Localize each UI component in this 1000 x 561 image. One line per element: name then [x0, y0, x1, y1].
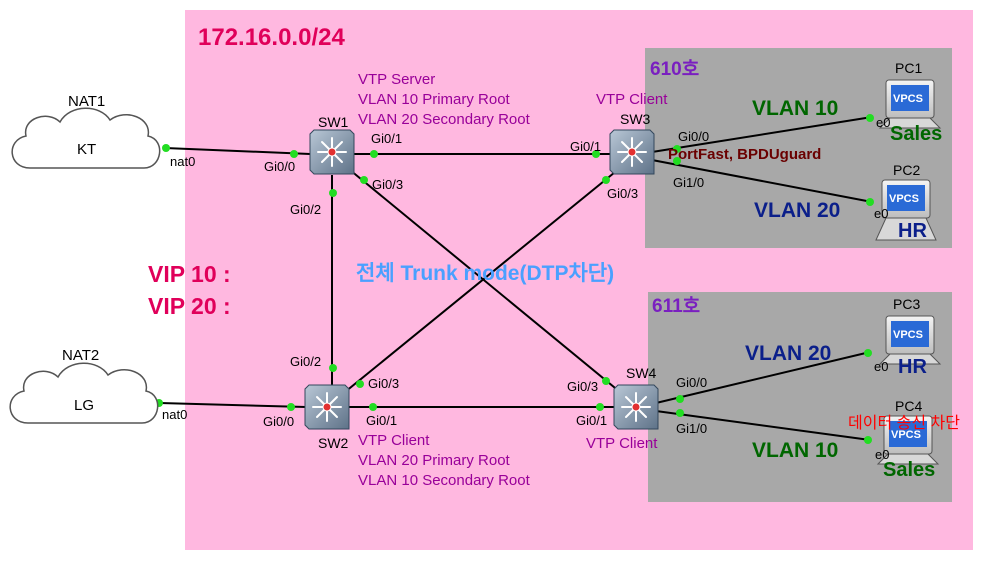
link-sw2-sw3[interactable]	[344, 167, 621, 393]
cloud-nat2[interactable]	[9, 362, 159, 424]
sw2-port-gi00: Gi0/0	[263, 414, 295, 429]
sw3-port-gi03: Gi0/3	[607, 186, 639, 201]
pc4-block-note: 데이터 송신 차단	[848, 415, 960, 432]
cloud-nat1[interactable]	[11, 107, 161, 169]
sw1-root-2: VLAN 20 Secondary Root	[358, 111, 530, 128]
room-610-label: 610호	[650, 59, 700, 80]
sw2-root-1: VLAN 20 Primary Root	[358, 452, 510, 469]
sw1-port-gi02: Gi0/2	[290, 202, 322, 217]
link-nat2-sw2[interactable]	[159, 402, 307, 408]
pc4-name: PC4	[895, 398, 923, 414]
pc4-screen-label: VPCS	[891, 429, 921, 441]
pc3-icon[interactable]	[878, 315, 942, 365]
pc1-port: e0	[876, 115, 891, 130]
sw3-portfast-note: PortFast, BPDUguard	[668, 146, 822, 163]
switch-sw3-icon[interactable]	[609, 129, 655, 175]
sw3-port-gi00: Gi0/0	[678, 129, 710, 144]
sw2-vtp-role: VTP Client	[358, 432, 430, 449]
vlan-label-sw3-pc1: VLAN 10	[752, 97, 839, 120]
sw4-port-gi00: Gi0/0	[676, 375, 708, 390]
pc1-dept: Sales	[890, 123, 943, 145]
sw3-port-gi01: Gi0/1	[570, 139, 602, 154]
link-sw4-pc4[interactable]	[655, 410, 871, 441]
pc3-port: e0	[874, 359, 889, 374]
subnet-label: 172.16.0.0/24	[198, 24, 345, 51]
sw3-name: SW3	[620, 111, 651, 127]
switch-sw2-icon[interactable]	[304, 384, 350, 430]
nat2-name: NAT2	[62, 347, 100, 364]
vip-20-label: VIP 20 :	[148, 293, 231, 319]
pc4-port: e0	[875, 447, 890, 462]
sw2-root-2: VLAN 10 Secondary Root	[358, 472, 530, 489]
nat1-port: nat0	[170, 154, 196, 169]
sw4-name: SW4	[626, 365, 657, 381]
vlan-label-sw4-pc4: VLAN 10	[752, 439, 839, 462]
link-sw4-pc3[interactable]	[655, 351, 871, 404]
pc2-screen-label: VPCS	[889, 193, 919, 205]
nat1-name: NAT1	[68, 93, 106, 110]
nat1-cloud-label: KT	[77, 141, 97, 158]
sw1-port-gi00: Gi0/0	[264, 159, 296, 174]
sw2-port-gi02: Gi0/2	[290, 354, 322, 369]
pc3-screen-label: VPCS	[893, 329, 923, 341]
link-sw3-pc1[interactable]	[651, 116, 873, 153]
pc3-name: PC3	[893, 296, 921, 312]
pc2-port: e0	[874, 206, 889, 221]
room-611-label: 611호	[652, 296, 701, 317]
vip-10-label: VIP 10 :	[148, 261, 231, 287]
vlan-label-sw3-pc2: VLAN 20	[754, 199, 841, 222]
link-sw3-pc2[interactable]	[651, 159, 873, 203]
sw4-port-gi03: Gi0/3	[567, 379, 599, 394]
sw1-root-1: VLAN 10 Primary Root	[358, 91, 510, 108]
pc2-icon[interactable]	[875, 179, 937, 241]
sw3-vtp-role: VTP Client	[596, 91, 668, 108]
trunk-mode-note: 전체 Trunk mode(DTP차단)	[356, 262, 615, 285]
pc2-dept: HR	[898, 220, 927, 242]
links	[159, 116, 873, 441]
pc1-name: PC1	[895, 60, 923, 76]
sw1-port-gi03: Gi0/3	[372, 177, 404, 192]
nat2-cloud-label: LG	[74, 397, 95, 414]
sw2-port-gi01: Gi0/1	[366, 413, 398, 428]
sw3-port-gi10: Gi1/0	[673, 175, 705, 190]
vlan-label-sw4-pc3: VLAN 20	[745, 342, 832, 365]
nat2-port: nat0	[162, 407, 188, 422]
sw4-port-gi01: Gi0/1	[576, 413, 608, 428]
pc1-screen-label: VPCS	[893, 93, 923, 105]
pc3-dept: HR	[898, 356, 927, 378]
sw1-port-gi01: Gi0/1	[371, 131, 403, 146]
sw2-name: SW2	[318, 435, 349, 451]
pc2-name: PC2	[893, 162, 921, 178]
link-sw1-sw4[interactable]	[349, 169, 621, 393]
sw4-vtp-role: VTP Client	[586, 435, 658, 452]
switch-sw4-icon[interactable]	[613, 384, 659, 430]
sw1-name: SW1	[318, 114, 349, 130]
sw1-vtp-role: VTP Server	[358, 71, 436, 88]
pc4-dept: Sales	[883, 459, 936, 481]
pc4-icon[interactable]	[876, 415, 940, 465]
pc1-icon[interactable]	[878, 79, 942, 129]
sw2-port-gi03: Gi0/3	[368, 376, 400, 391]
sw4-port-gi10: Gi1/0	[676, 421, 708, 436]
link-nat1-sw1[interactable]	[164, 147, 311, 155]
switch-sw1-icon[interactable]	[309, 129, 355, 175]
